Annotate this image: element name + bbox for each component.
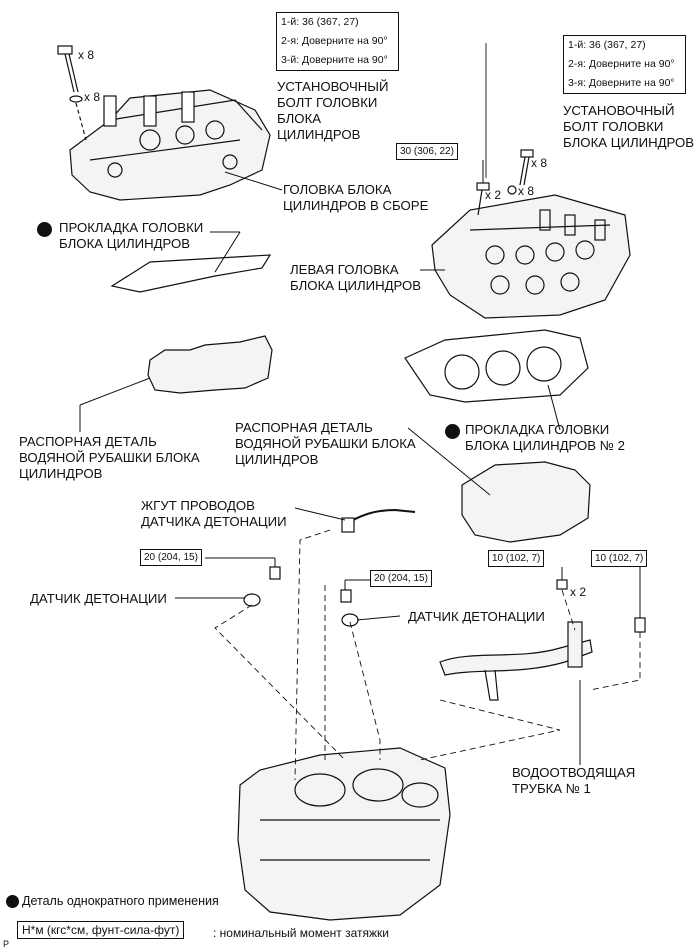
torque-step-1: 1-й: 36 (367, 27)	[568, 39, 646, 51]
torque-10-left: 10 (102, 7)	[488, 550, 545, 567]
label-head-bolt-right: УСТАНОВОЧНЫЙ БОЛТ ГОЛОВКИ БЛОКА ЦИЛИНДРО…	[563, 103, 695, 150]
knock-sensor-harness-drawing	[344, 508, 416, 526]
label-knock-sensor-right: ДАТЧИК ДЕТОНАЦИИ	[408, 609, 545, 624]
label-knock-harness: ЖГУТ ПРОВОДОВ ДАТЧИКА ДЕТОНАЦИИ	[141, 498, 287, 529]
label-water-pipe: ВОДООТВОДЯЩАЯ ТРУБКА № 1	[512, 765, 636, 796]
label-left-head: ЛЕВАЯ ГОЛОВКА БЛОКА ЦИЛИНДРОВ	[290, 262, 422, 293]
qty-bolts-right: x 8	[531, 156, 548, 170]
torque-box-right: 1-й: 36 (367, 27) 2-я: Доверните на 90° …	[563, 35, 686, 94]
legend-unit-box: Н*м (кгс*см, фунт-сила-фут)	[17, 921, 185, 939]
knock-sensor-right-drawing	[341, 613, 359, 627]
engine-block-drawing	[237, 747, 451, 921]
single-use-dot-icon	[37, 222, 52, 237]
qty-washers-left: x 8	[84, 90, 101, 104]
left-cylinder-head-drawing	[431, 194, 631, 319]
qty-washers-right: x 8	[518, 184, 535, 198]
torque-30: 30 (306, 22)	[396, 143, 458, 160]
torque-box-left: 1-й: 36 (367, 27) 2-я: Доверните на 90° …	[276, 12, 399, 71]
cylinder-head-assembly-drawing	[69, 89, 271, 201]
torque-step-2: 2-я: Доверните на 90°	[281, 35, 388, 47]
head-bolts-right-drawing	[476, 43, 534, 216]
torque-step-2: 2-я: Доверните на 90°	[568, 58, 675, 70]
spacer-2-drawing	[461, 461, 591, 543]
torque-step-3: 3-й: Доверните на 90°	[281, 54, 388, 66]
torque-step-1: 1-й: 36 (367, 27)	[281, 16, 359, 28]
water-pipe-drawing	[439, 621, 593, 701]
head-gasket-2-drawing	[404, 329, 589, 403]
torque-step-3: 3-я: Доверните на 90°	[568, 77, 675, 89]
spacer-1-drawing	[147, 335, 273, 394]
qty-bolts-left: x 8	[78, 48, 95, 62]
qty-short-bolts: x 2	[485, 188, 502, 202]
torque-20-right: 20 (204, 15)	[370, 570, 432, 587]
head-bolt-left-drawing	[57, 45, 87, 141]
label-gasket-2: ПРОКЛАДКА ГОЛОВКИ БЛОКА ЦИЛИНДРОВ № 2	[465, 422, 625, 453]
label-spacer-1: РАСПОРНАЯ ДЕТАЛЬ ВОДЯНОЙ РУБАШКИ БЛОКА Ц…	[19, 434, 200, 481]
head-gasket-1-drawing	[110, 254, 272, 293]
single-use-dot-icon	[445, 424, 460, 439]
qty-nuts: x 2	[570, 585, 587, 599]
label-knock-sensor-left: ДАТЧИК ДЕТОНАЦИИ	[30, 591, 167, 606]
alignment-lines	[214, 529, 641, 781]
label-spacer-2: РАСПОРНАЯ ДЕТАЛЬ ВОДЯНОЙ РУБАШКИ БЛОКА Ц…	[235, 420, 416, 467]
torque-10-right: 10 (102, 7)	[591, 550, 648, 567]
leader-lines	[79, 160, 641, 765]
legend-unit-text: : номинальный момент затяжки	[213, 926, 389, 940]
torque-20-left: 20 (204, 15)	[140, 549, 202, 566]
label-head-bolt-left: УСТАНОВОЧНЫЙ БОЛТ ГОЛОВКИ БЛОКА ЦИЛИНДРО…	[277, 79, 389, 142]
knock-sensor-left-drawing	[243, 593, 261, 607]
legend-single-use: Деталь однократного применения	[22, 894, 219, 908]
corner-mark: P	[3, 939, 10, 949]
label-gasket-1: ПРОКЛАДКА ГОЛОВКИ БЛОКА ЦИЛИНДРОВ	[59, 220, 204, 251]
legend-dot-icon	[6, 895, 19, 908]
label-head-assembly: ГОЛОВКА БЛОКА ЦИЛИНДРОВ В СБОРЕ	[283, 182, 429, 213]
